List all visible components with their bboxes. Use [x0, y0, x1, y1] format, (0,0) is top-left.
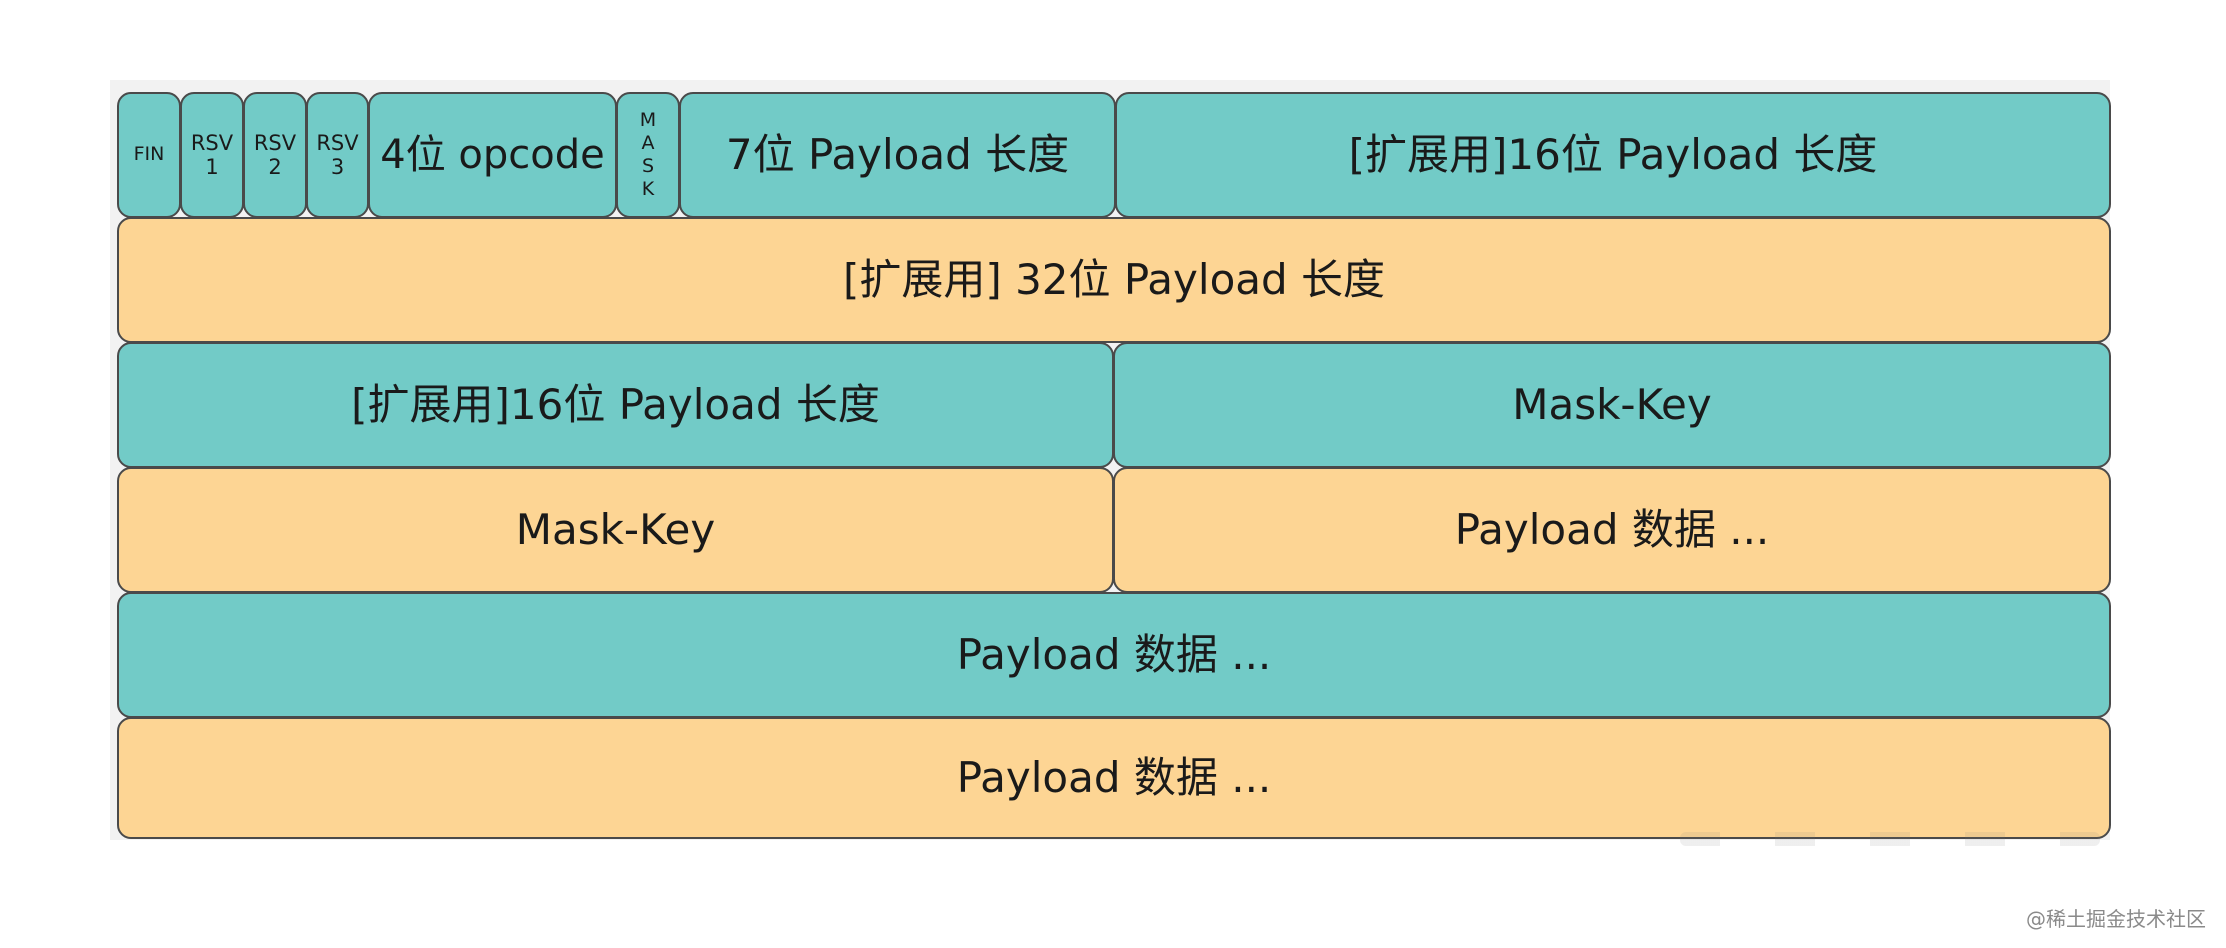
rsv1-number: 1	[205, 155, 219, 179]
watermark: @稀土掘金技术社区	[2026, 907, 2206, 931]
extended-payload-16bit-label-row3: [扩展用]16位 Payload 长度	[351, 379, 880, 429]
rsv3-field: RSV 3	[306, 92, 369, 218]
rsv1-label: RSV	[190, 130, 234, 155]
fin-label: FIN	[133, 143, 165, 166]
extended-payload-16bit-field-row3: [扩展用]16位 Payload 长度	[117, 342, 1114, 468]
opcode-label: 4位 opcode	[380, 132, 605, 178]
mask-key-field-row3: Mask-Key	[1113, 342, 2111, 468]
rsv2-field: RSV 2	[243, 92, 307, 218]
extended-payload-32bit-field: [扩展用] 32位 Payload 长度	[117, 217, 2111, 343]
rsv2-label: RSV	[253, 130, 297, 155]
payload-length-7bit-field: 7位 Payload 长度	[679, 92, 1116, 218]
rsv2-number: 2	[268, 155, 282, 179]
mask-key-field-row4: Mask-Key	[117, 467, 1114, 593]
rsv1-field: RSV 1	[180, 92, 244, 218]
extended-payload-32bit-label: [扩展用] 32位 Payload 长度	[842, 254, 1386, 304]
payload-data-label-row5: Payload 数据 ...	[956, 629, 1272, 679]
mask-letter: S	[641, 155, 655, 177]
mask-key-label-row3: Mask-Key	[1512, 379, 1712, 429]
fin-field: FIN	[117, 92, 181, 218]
faded-overlay-text	[1680, 832, 2100, 846]
payload-data-field-row5: Payload 数据 ...	[117, 592, 2111, 718]
mask-key-label-row4: Mask-Key	[515, 504, 716, 554]
mask-bit-field: M A S K	[616, 92, 680, 218]
extended-payload-16bit-label: [扩展用]16位 Payload 长度	[1348, 129, 1878, 179]
payload-data-label-row6: Payload 数据 ...	[956, 752, 1272, 802]
rsv3-label: RSV	[316, 130, 359, 155]
opcode-field: 4位 opcode	[368, 92, 617, 218]
payload-data-field-row4: Payload 数据 ...	[1113, 467, 2111, 593]
payload-data-label-row4: Payload 数据 ...	[1454, 504, 1770, 554]
mask-letter: A	[641, 132, 655, 155]
payload-data-field-row6: Payload 数据 ...	[117, 717, 2111, 839]
mask-letter: M	[639, 109, 657, 132]
payload-length-7bit-label: 7位 Payload 长度	[725, 129, 1070, 179]
extended-payload-16bit-field: [扩展用]16位 Payload 长度	[1115, 92, 2111, 218]
rsv3-number: 3	[330, 155, 345, 179]
mask-letter: K	[641, 177, 655, 200]
